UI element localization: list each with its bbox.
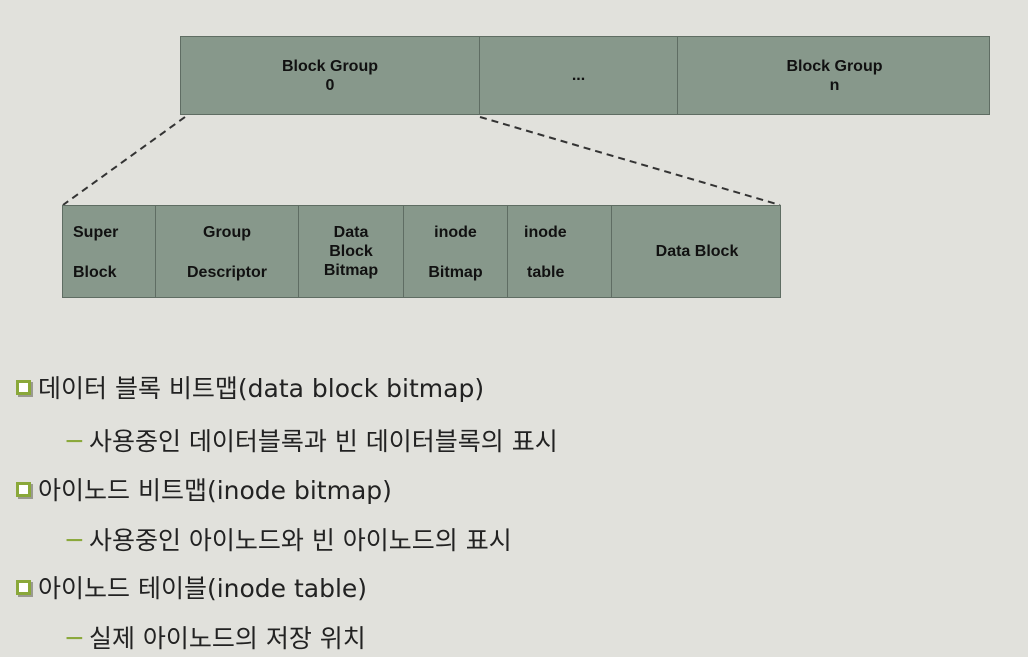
super-block-line1: Super [73,224,119,241]
bullet-text: 아이노드 테이블(inode table) [38,574,368,603]
bullet-inode-table: 아이노드 테이블(inode table) [16,569,367,605]
expansion-line-left [62,116,186,206]
block-group-0-index: 0 [325,76,335,94]
block-group-detail-row: Super Block Group Descriptor Data Block … [62,205,781,298]
inode-bitmap-line1: inode [434,224,477,241]
dash-marker: − [64,524,85,554]
bullet-data-block-bitmap: 데이터 블록 비트맵(data block bitmap) [16,369,484,405]
bullet-text: 아이노드 비트맵(inode bitmap) [38,476,392,505]
bullet-inode-bitmap: 아이노드 비트맵(inode bitmap) [16,471,392,507]
dash-marker: − [64,622,85,652]
super-block-line2: Block [73,264,117,281]
group-descriptor-cell: Group Descriptor [156,206,299,297]
sub-data-block-bitmap: − 사용중인 데이터블록과 빈 데이터블록의 표시 [64,422,558,458]
inode-table-line2: table [527,264,565,281]
sub-text: 실제 아이노드의 저장 위치 [88,624,366,653]
block-group-ellipsis: ... [480,37,678,114]
sub-inode-bitmap: − 사용중인 아이노드와 빈 아이노드의 표시 [64,521,512,557]
hollow-square-bullet-icon [16,579,31,595]
ellipsis-label: ... [571,67,586,84]
inode-bitmap-cell: inode Bitmap [404,206,508,297]
super-block-cell: Super Block [63,206,156,297]
data-block-bitmap-label: Data Block Bitmap [323,224,379,279]
inode-bitmap-line2: Bitmap [428,264,483,281]
sub-inode-table: − 실제 아이노드의 저장 위치 [64,619,366,655]
dash-marker: − [64,425,85,455]
block-group-n-label: Block Group [786,57,883,75]
block-group-0-label: Block Group [281,57,378,75]
group-descriptor-line1: Group [203,224,251,241]
block-group-row: Block Group 0 ... Block Group n [180,36,990,115]
hollow-square-bullet-icon [16,379,31,395]
block-group-0: Block Group 0 [181,37,480,114]
sub-text: 사용중인 아이노드와 빈 아이노드의 표시 [88,526,512,555]
inode-table-cell: inode table [508,206,612,297]
data-block-label: Data Block [655,243,739,260]
hollow-square-bullet-icon [16,481,31,497]
bullet-text: 데이터 블록 비트맵(data block bitmap) [38,374,485,403]
inode-table-line1: inode [524,224,567,241]
expansion-line-right [479,116,781,206]
data-block-cell: Data Block [612,206,782,297]
block-group-n-index: n [829,76,840,94]
group-descriptor-line2: Descriptor [186,264,268,281]
block-group-n: Block Group n [678,37,991,114]
data-block-bitmap-cell: Data Block Bitmap [299,206,404,297]
sub-text: 사용중인 데이터블록과 빈 데이터블록의 표시 [88,427,558,456]
